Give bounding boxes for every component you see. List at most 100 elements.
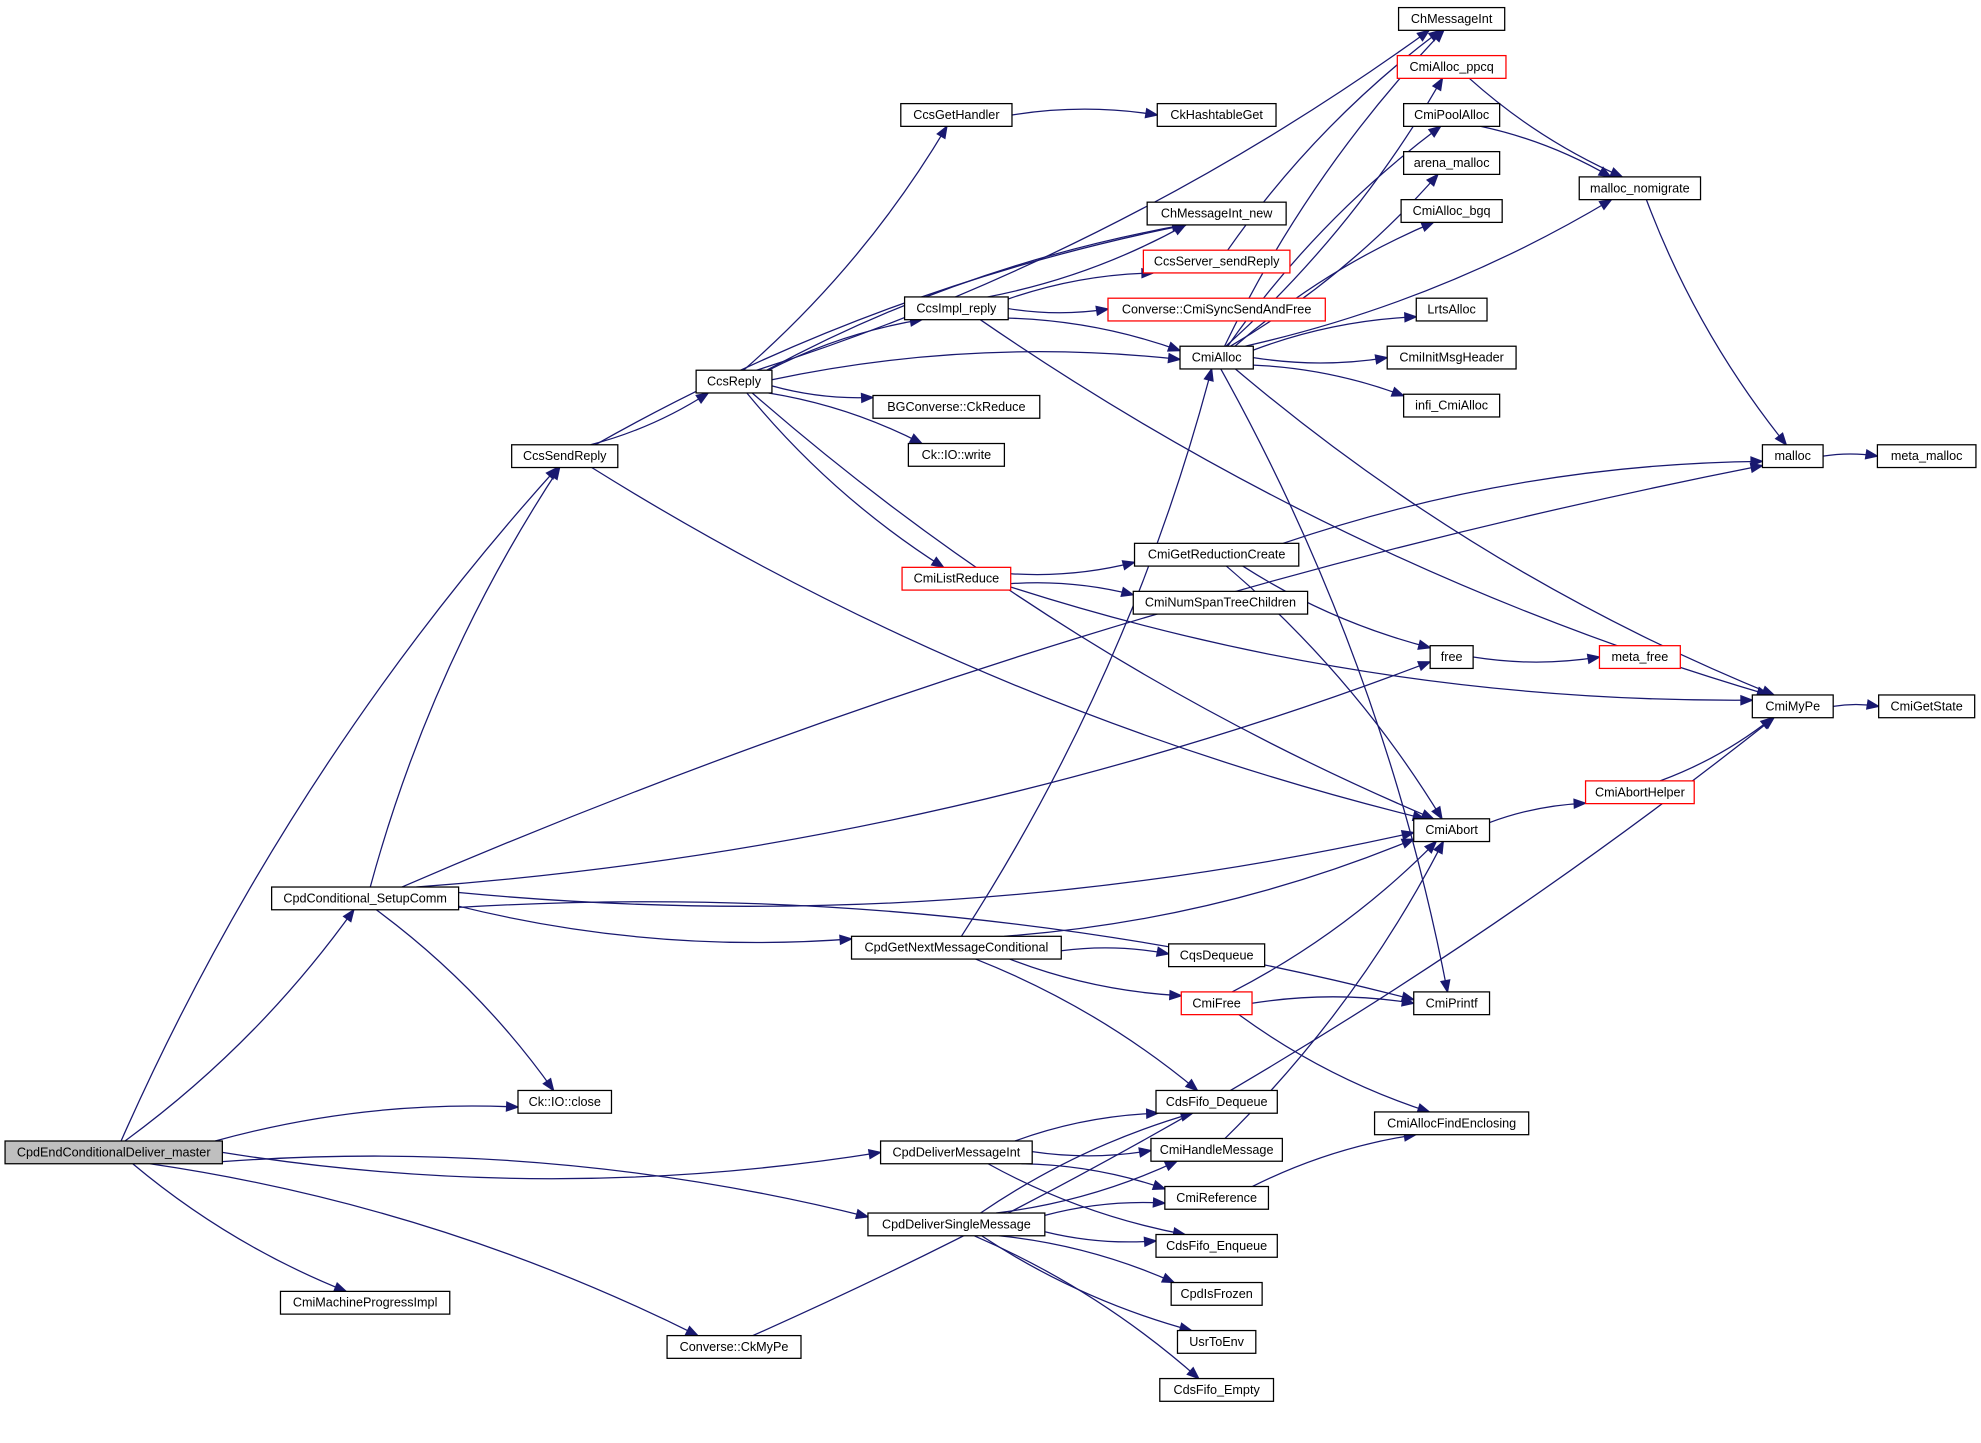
node-box[interactable] — [907, 442, 1006, 467]
node-box[interactable] — [1180, 991, 1253, 1016]
node-meta-malloc[interactable]: meta_malloc — [1876, 444, 1977, 469]
node-cpdgetnextmessageconditional[interactable]: CpdGetNextMessageConditional — [850, 935, 1062, 960]
node-box[interactable] — [1132, 590, 1309, 615]
node-cdsfifo-dequeue[interactable]: CdsFifo_Dequeue — [1155, 1089, 1278, 1114]
node-cmimachineprogressimpl[interactable]: CmiMachineProgressImpl — [279, 1290, 451, 1315]
node-box[interactable] — [1751, 694, 1834, 719]
node-cmiaborthelper[interactable]: CmiAbortHelper — [1584, 780, 1695, 805]
node-box[interactable] — [1155, 1089, 1278, 1114]
node-converseckmype[interactable]: Converse::CkMyPe — [666, 1334, 802, 1359]
node-box[interactable] — [1598, 645, 1681, 670]
node-box[interactable] — [1168, 943, 1266, 968]
node-cmipoolalloc[interactable]: CmiPoolAlloc — [1402, 102, 1501, 127]
node-box[interactable] — [1176, 1329, 1257, 1354]
node-box[interactable] — [1146, 201, 1287, 226]
node-box[interactable] — [1578, 176, 1702, 201]
node-malloc-nomigrate[interactable]: malloc_nomigrate — [1578, 176, 1702, 201]
node-box[interactable] — [517, 1089, 613, 1114]
node-box[interactable] — [1159, 1377, 1275, 1402]
node-cqsdequeue[interactable]: CqsDequeue — [1168, 943, 1266, 968]
node-ckioclose[interactable]: Ck::IO::close — [517, 1089, 613, 1114]
node-box[interactable] — [1402, 393, 1501, 418]
node-free[interactable]: free — [1429, 645, 1474, 670]
node-cmiinitmsgheader[interactable]: CmiInitMsgHeader — [1386, 345, 1517, 370]
node-box[interactable] — [901, 566, 1012, 591]
node-box[interactable] — [1386, 345, 1517, 370]
node-ckiowrite[interactable]: Ck::IO::write — [907, 442, 1006, 467]
node-cpdconditional-setupcomm[interactable]: CpdConditional_SetupComm — [270, 886, 460, 911]
node-cmiabort[interactable]: CmiAbort — [1413, 818, 1491, 843]
node-cmifree[interactable]: CmiFree — [1180, 991, 1253, 1016]
node-ccsimpl-reply[interactable]: CcsImpl_reply — [903, 296, 1009, 321]
node-cmigetstate[interactable]: CmiGetState — [1878, 694, 1976, 719]
node-cdsfifo-empty[interactable]: CdsFifo_Empty — [1159, 1377, 1275, 1402]
node-cmilistreduce[interactable]: CmiListReduce — [901, 566, 1012, 591]
node-box[interactable] — [867, 1212, 1046, 1237]
node-box[interactable] — [850, 935, 1062, 960]
node-cmiprintf[interactable]: CmiPrintf — [1413, 991, 1491, 1016]
node-ccsserver-sendreply[interactable]: CcsServer_sendReply — [1142, 249, 1291, 274]
node-box[interactable] — [1413, 991, 1491, 1016]
node-ccsgethandler[interactable]: CcsGetHandler — [900, 102, 1013, 127]
node-box[interactable] — [1878, 694, 1976, 719]
node-cminumspantreechildren[interactable]: CmiNumSpanTreeChildren — [1132, 590, 1309, 615]
node-cmimype[interactable]: CmiMyPe — [1751, 694, 1834, 719]
node-cmialloc[interactable]: CmiAlloc — [1179, 345, 1254, 370]
node-box[interactable] — [1402, 102, 1501, 127]
node-box[interactable] — [1133, 542, 1300, 567]
node-usrtoenv[interactable]: UsrToEnv — [1176, 1329, 1257, 1354]
node-ccsreply[interactable]: CcsReply — [695, 369, 773, 394]
node-box[interactable] — [872, 394, 1041, 419]
node-conversecmisyncsendandfree[interactable]: Converse::CmiSyncSendAndFree — [1107, 297, 1326, 322]
node-box[interactable] — [279, 1290, 451, 1315]
node-infi-cmialloc[interactable]: infi_CmiAlloc — [1402, 393, 1501, 418]
node-cmialloc-ppcq[interactable]: CmiAlloc_ppcq — [1396, 54, 1507, 79]
node-arena-malloc[interactable]: arena_malloc — [1402, 150, 1501, 176]
node-box[interactable] — [1876, 444, 1977, 469]
node-box[interactable] — [1164, 1185, 1270, 1210]
node-box[interactable] — [879, 1140, 1033, 1165]
node-root[interactable]: CpdEndConditionalDeliver_master — [4, 1140, 223, 1165]
node-box[interactable] — [695, 369, 773, 394]
node-box[interactable] — [1155, 1233, 1278, 1258]
node-box[interactable] — [1396, 54, 1507, 79]
node-chmessageint[interactable]: ChMessageInt — [1397, 6, 1506, 31]
node-cmireference[interactable]: CmiReference — [1164, 1185, 1270, 1210]
node-box[interactable] — [4, 1140, 223, 1165]
node-cdsfifo-enqueue[interactable]: CdsFifo_Enqueue — [1155, 1233, 1278, 1258]
node-box[interactable] — [1373, 1111, 1530, 1136]
node-cmialloc-bgq[interactable]: CmiAlloc_bgq — [1400, 199, 1503, 224]
node-bgconverseckreduce[interactable]: BGConverse::CkReduce — [872, 394, 1041, 419]
node-box[interactable] — [1415, 297, 1488, 322]
node-box[interactable] — [1397, 6, 1506, 31]
node-lrtsalloc[interactable]: LrtsAlloc — [1415, 297, 1488, 322]
node-ccssendreply[interactable]: CcsSendReply — [511, 444, 619, 469]
node-box[interactable] — [900, 102, 1013, 127]
node-box[interactable] — [1150, 1137, 1283, 1162]
node-chmessageint-new[interactable]: ChMessageInt_new — [1146, 201, 1287, 226]
node-box[interactable] — [1584, 780, 1695, 805]
node-box[interactable] — [1429, 645, 1474, 670]
node-meta-free[interactable]: meta_free — [1598, 645, 1681, 670]
node-box[interactable] — [1107, 297, 1326, 322]
node-ckhashtableget[interactable]: CkHashtableGet — [1156, 102, 1277, 127]
node-cpdisfrozen[interactable]: CpdIsFrozen — [1170, 1281, 1263, 1306]
node-cmiallocfindenclosing[interactable]: CmiAllocFindEnclosing — [1373, 1111, 1530, 1136]
node-cmigetreductioncreate[interactable]: CmiGetReductionCreate — [1133, 542, 1300, 567]
node-box[interactable] — [666, 1334, 802, 1359]
node-box[interactable] — [1413, 818, 1491, 843]
node-box[interactable] — [903, 296, 1009, 321]
node-box[interactable] — [1156, 102, 1277, 127]
node-cpddeliversinglemessage[interactable]: CpdDeliverSingleMessage — [867, 1212, 1046, 1237]
node-box[interactable] — [1142, 249, 1291, 274]
node-box[interactable] — [270, 886, 460, 911]
node-box[interactable] — [1400, 199, 1503, 224]
node-cmihandlemessage[interactable]: CmiHandleMessage — [1150, 1137, 1283, 1162]
node-box[interactable] — [1170, 1281, 1263, 1306]
node-box[interactable] — [1761, 444, 1824, 469]
node-cpddelivermessageint[interactable]: CpdDeliverMessageInt — [879, 1140, 1033, 1165]
node-malloc[interactable]: malloc — [1761, 444, 1824, 469]
node-box[interactable] — [511, 444, 619, 469]
node-box[interactable] — [1402, 150, 1501, 176]
node-box[interactable] — [1179, 345, 1254, 370]
